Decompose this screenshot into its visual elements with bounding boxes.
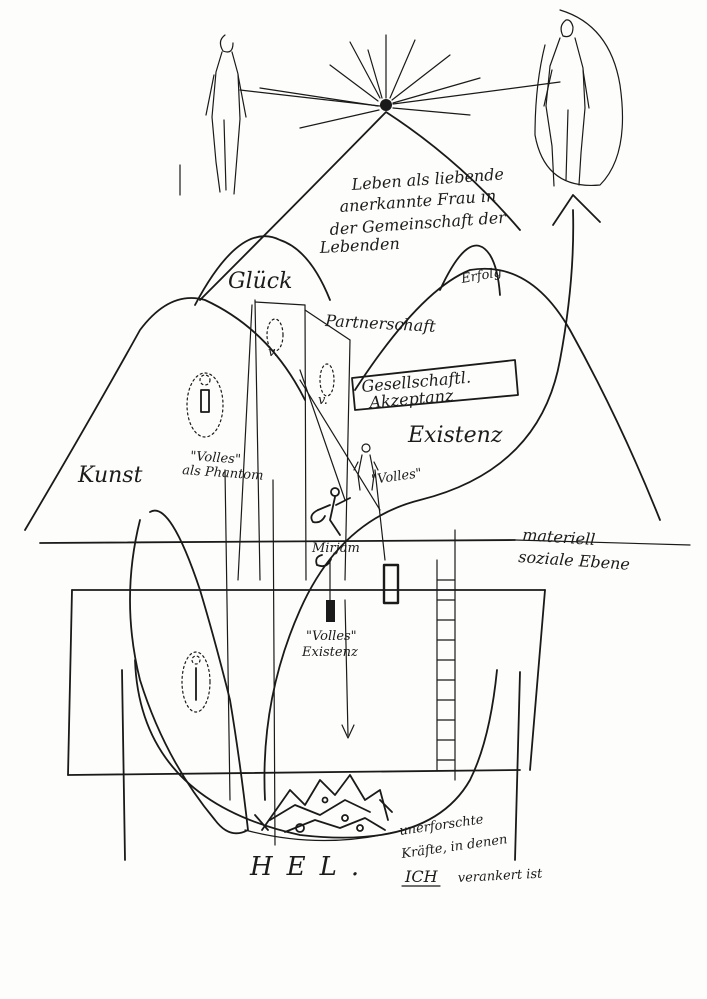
fire-rubble-icon xyxy=(254,774,393,833)
label-leben: Leben als liebende anerkannte Frau in de… xyxy=(318,164,508,257)
label-volles-phantom-2: als Phantom xyxy=(182,463,264,484)
bowl-bottom-arc xyxy=(244,829,396,842)
hill-glueck xyxy=(194,235,331,306)
rising-arrow xyxy=(263,209,575,801)
figure-mirjam-icon xyxy=(310,487,351,568)
leben-line-4: Lebenden xyxy=(318,234,400,257)
hell-bowl xyxy=(134,659,498,839)
figure-volles-right-icon xyxy=(353,443,379,491)
figure-phantom-icon xyxy=(186,372,224,438)
figure-dotted-box-icon xyxy=(181,651,211,713)
mountain-existenz xyxy=(354,267,661,521)
curtain-lines xyxy=(224,299,386,846)
label-verankert: verankert ist xyxy=(457,867,543,886)
label-kunst: Kunst xyxy=(77,463,143,488)
material-social-level-line xyxy=(39,539,516,544)
label-glueck: Glück xyxy=(228,269,292,294)
peak-leben xyxy=(199,111,521,301)
box-room xyxy=(67,589,546,861)
label-v-mark-2: v. xyxy=(318,393,328,408)
rising-arrow-head-icon xyxy=(552,194,601,226)
down-arrow-icon xyxy=(341,599,355,739)
figure-curtain-1-icon xyxy=(266,318,284,352)
hanging-weight-icon xyxy=(326,559,335,622)
ladder-icon xyxy=(436,529,456,781)
label-materiell-2: soziale Ebene xyxy=(518,547,631,574)
label-partnerschaft: Partnerschaft xyxy=(324,311,437,336)
society-box xyxy=(351,359,519,411)
figure-curtain-2-icon xyxy=(319,363,335,397)
label-volles-existenz-2: Existenz xyxy=(301,645,358,660)
door-icon xyxy=(382,563,400,605)
label-materiell-1: materiell xyxy=(522,525,596,549)
figure-top-left-icon xyxy=(179,34,247,196)
mountain-kunst xyxy=(24,297,306,531)
label-volles-existenz-1: "Volles" xyxy=(306,629,357,644)
material-social-level-extension xyxy=(514,539,691,546)
label-unerforschte-1: unerforschte xyxy=(398,812,484,839)
label-v-mark-1: v. xyxy=(268,345,278,360)
sun-rays-to-figures xyxy=(239,81,561,107)
label-hell: HEL. xyxy=(249,852,373,882)
sun-icon xyxy=(259,34,481,129)
label-volles-right: "Volles" xyxy=(370,466,422,488)
label-mirjam: Mirjam xyxy=(311,541,360,556)
label-ich: ICH xyxy=(404,867,439,886)
label-erfolg: Erfolg xyxy=(459,265,503,287)
hill-erfolg xyxy=(439,244,501,296)
label-existenz: Existenz xyxy=(407,423,503,448)
figure-phantom-body xyxy=(200,389,210,413)
label-volles-phantom-1: "Volles" xyxy=(190,449,242,467)
figure-top-right-icon xyxy=(534,9,624,187)
